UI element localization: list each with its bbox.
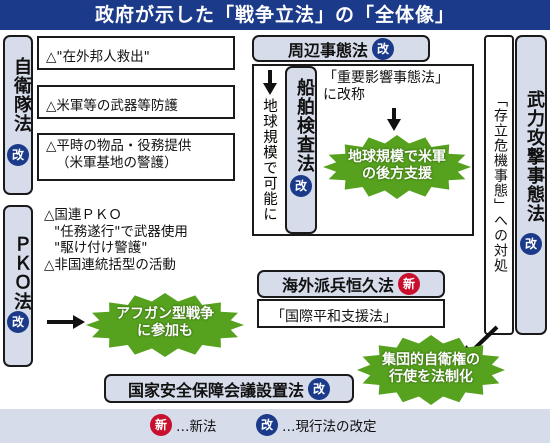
pko-burst-shape <box>86 293 244 357</box>
new-badge: 新 <box>398 273 420 295</box>
periphery-burst-shape <box>323 135 471 199</box>
legend-revised-text: …現行法の改定 <box>282 419 377 435</box>
periphery-vertical-note: 地球規模で可能に <box>261 98 277 222</box>
armed-attack-law-text: 武力攻撃事態法 <box>524 90 545 223</box>
revised-badge: 改 <box>7 311 29 333</box>
collective-burst-shape <box>357 335 505 405</box>
self-defense-item-3-line-2: （米軍基地の警護） <box>56 154 178 171</box>
revised-badge: 改 <box>372 37 394 60</box>
overseas-law-label: 海外派兵恒久法 新 <box>257 270 445 298</box>
self-defense-item-3-line-1: △平時の物品・役務提供 <box>46 138 192 154</box>
revised-badge: 改 <box>256 414 278 436</box>
pko-note-2: "任務遂行"で武器使用 <box>54 223 188 240</box>
nsc-law-label: 国家安全保障会議設置法 改 <box>104 374 354 403</box>
periphery-rename-line-1: 「重要影響事態法」 <box>323 70 449 86</box>
pko-law-label: ＰＫＯ法 改 <box>3 205 33 367</box>
armed-attack-note-box: 「存立危機事態」への対処 <box>484 35 514 335</box>
pko-note-4: △非国連統括型の活動 <box>44 256 176 273</box>
self-defense-item-3: △平時の物品・役務提供 （米軍基地の警護） <box>37 133 235 181</box>
nsc-law-text: 国家安全保障会議設置法 <box>127 380 304 400</box>
pko-law-text: ＰＫＯ法 <box>11 235 32 311</box>
self-defense-law-label: 自衛隊法 改 <box>3 35 33 195</box>
pko-burst-line-1: アフガン型戦争 <box>116 306 214 322</box>
overseas-law-note: 「国際平和支援法」 <box>257 299 445 328</box>
down-arrow <box>263 70 277 95</box>
collective-burst-line-1: 集団的自衛権の <box>382 352 480 368</box>
revised-badge: 改 <box>7 144 29 166</box>
periphery-rename-line-2: に改称 <box>323 86 365 103</box>
self-defense-law-text: 自衛隊法 <box>11 57 32 133</box>
revised-badge: 改 <box>308 377 330 400</box>
collective-burst-line-2: 行使を法制化 <box>389 369 473 385</box>
periphery-rename-note: 「重要影響事態法」 に改称 <box>323 70 473 103</box>
armed-attack-law-label: 武力攻撃事態法 改 <box>515 35 547 335</box>
new-badge: 新 <box>150 414 172 436</box>
starburst <box>86 293 244 357</box>
legend-new: 新 …新法 <box>150 414 217 436</box>
pko-note-1: △国連ＰＫＯ <box>44 207 122 223</box>
starburst <box>357 335 505 405</box>
pko-burst-line-2: に参加も <box>137 323 193 339</box>
pko-note-3: "駆け付け警護" <box>54 240 148 256</box>
armed-attack-note: 「存立危機事態」への対処 <box>492 93 508 273</box>
collective-burst-text: 集団的自衛権の 行使を法制化 <box>366 352 496 386</box>
starburst <box>323 135 471 199</box>
self-defense-item-2: △米軍等の武器等防護 <box>37 85 235 119</box>
revised-badge: 改 <box>290 175 312 197</box>
ship-inspection-law-text: 船舶検査法 <box>294 78 315 173</box>
legend-new-text: …新法 <box>176 419 217 435</box>
periphery-burst-text: 地球規模で米軍 の後方支援 <box>330 149 464 183</box>
pko-burst-text: アフガン型戦争 に参加も <box>95 306 235 340</box>
periphery-burst-line-1: 地球規模で米軍 <box>348 149 446 165</box>
periphery-law-label: 周辺事態法 改 <box>252 35 430 62</box>
self-defense-item-1: △"在外邦人救出" <box>37 36 235 70</box>
periphery-law-text: 周辺事態法 <box>287 40 368 60</box>
overseas-law-text: 海外派兵恒久法 <box>281 276 394 295</box>
legend-revised: 改 …現行法の改定 <box>256 414 377 436</box>
ship-inspection-law-label: 船舶検査法 改 <box>285 66 317 234</box>
periphery-burst-line-2: の後方支援 <box>362 166 432 182</box>
revised-badge: 改 <box>520 233 542 255</box>
pko-notes: △国連ＰＫＯ "任務遂行"で武器使用 "駆け付け警護" △非国連統括型の活動 <box>44 207 244 273</box>
page-title: 政府が示した「戦争立法」の「全体像」 <box>0 0 550 30</box>
right-arrow <box>47 315 85 329</box>
down-arrow <box>387 108 401 131</box>
